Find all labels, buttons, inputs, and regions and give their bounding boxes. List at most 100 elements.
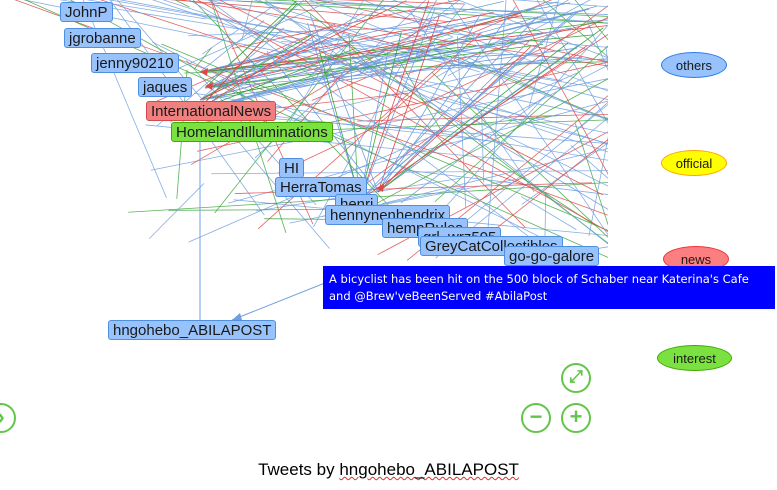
- edge: [574, 0, 608, 41]
- edge: [570, 145, 608, 179]
- caption-account: hngohebo_ABILAPOST: [339, 460, 519, 479]
- zoom-out-button[interactable]: −: [521, 403, 551, 433]
- edge: [318, 49, 361, 201]
- edge: [204, 15, 522, 89]
- edge: [204, 0, 297, 89]
- node-hngohebo-abilapost[interactable]: hngohebo_ABILAPOST: [108, 320, 277, 340]
- edge: [231, 0, 460, 49]
- edge: [359, 49, 389, 201]
- edge: [214, 0, 384, 214]
- edge: [459, 101, 608, 134]
- edge: [199, 27, 285, 101]
- edge: [197, 40, 263, 111]
- node-homelandilluminations[interactable]: HomelandIlluminations: [171, 122, 333, 142]
- edge-arrowhead: [232, 313, 242, 320]
- edge: [199, 21, 603, 73]
- edge: [377, 6, 517, 193]
- edge: [188, 19, 608, 37]
- edge: [441, 24, 608, 212]
- edge: [197, 14, 548, 111]
- zoom-in-button[interactable]: +: [561, 403, 591, 433]
- edge: [266, 51, 379, 193]
- edge: [586, 20, 608, 72]
- edge: [199, 35, 349, 73]
- edge: [520, 196, 577, 230]
- edge: [161, 43, 608, 231]
- zoom-fit-button[interactable]: ⤢: [561, 363, 591, 393]
- edge: [177, 0, 334, 69]
- edge: [353, 60, 608, 187]
- edge: [199, 47, 578, 101]
- node-internationalnews[interactable]: InternationalNews: [146, 101, 277, 121]
- minus-icon: −: [529, 404, 543, 429]
- edge: [467, 104, 608, 220]
- caption-prefix: Tweets by: [258, 460, 340, 479]
- edge: [148, 183, 205, 239]
- edge: [447, 0, 608, 236]
- edge: [199, 25, 608, 73]
- edge: [207, 0, 608, 101]
- edge: [169, 0, 452, 23]
- edge: [197, 53, 430, 111]
- plus-icon: +: [569, 404, 583, 429]
- edge: [456, 36, 467, 209]
- edge: [457, 0, 608, 59]
- edge: [188, 72, 579, 243]
- edge: [168, 209, 336, 211]
- node-jenny90210[interactable]: jenny90210: [91, 53, 179, 73]
- edge: [452, 55, 608, 120]
- edge-layer: [14, 0, 608, 321]
- legend-others: others: [661, 52, 727, 78]
- edge: [382, 148, 608, 205]
- edge: [512, 0, 608, 8]
- node-hi[interactable]: HI: [279, 158, 304, 178]
- edge: [211, 170, 608, 175]
- edge: [257, 63, 443, 230]
- edge-arrowhead: [205, 82, 213, 90]
- chevron-right-icon: ›: [0, 404, 5, 429]
- edge: [278, 16, 608, 174]
- edge: [431, 72, 608, 238]
- edge: [307, 22, 361, 201]
- node-gogalore[interactable]: go-go-galore: [504, 246, 600, 266]
- edge: [86, 0, 207, 20]
- edge: [359, 14, 573, 201]
- edge: [199, 0, 504, 73]
- edge: [188, 0, 263, 43]
- edge: [179, 0, 608, 67]
- edge: [542, 0, 608, 58]
- edge-arrowhead: [376, 184, 384, 192]
- edge: [192, 0, 413, 231]
- edge: [204, 1, 558, 89]
- edge: [334, 0, 464, 5]
- edge: [436, 0, 570, 78]
- edge: [204, 45, 320, 89]
- node-herratomas[interactable]: HerraTomas: [275, 177, 367, 197]
- edge: [487, 0, 507, 235]
- legend-official: official: [661, 150, 727, 176]
- tweet-tooltip: A bicyclist has been hit on the 500 bloc…: [323, 266, 775, 309]
- edge: [199, 0, 407, 101]
- edge: [377, 14, 481, 193]
- edge: [196, 0, 608, 232]
- edge: [528, 0, 560, 109]
- edge: [199, 20, 265, 73]
- legend-interest: interest: [657, 345, 732, 371]
- edge: [315, 0, 608, 63]
- edge: [107, 0, 340, 41]
- edge: [197, 47, 356, 111]
- edge: [204, 55, 271, 89]
- edge: [377, 46, 531, 193]
- edge: [377, 42, 569, 193]
- node-jgrobanne[interactable]: jgrobanne: [64, 28, 141, 48]
- edge: [204, 44, 347, 89]
- node-johnp[interactable]: JohnP: [60, 2, 113, 22]
- edge: [207, 0, 562, 262]
- edge: [391, 0, 458, 22]
- edge: [218, 0, 604, 196]
- node-jaques[interactable]: jaques: [138, 77, 193, 97]
- network-graph-canvas[interactable]: JohnP jgrobanne jenny90210 jaques Intern…: [0, 0, 608, 440]
- edge: [359, 45, 588, 201]
- edge: [199, 34, 312, 101]
- edge: [194, 47, 213, 70]
